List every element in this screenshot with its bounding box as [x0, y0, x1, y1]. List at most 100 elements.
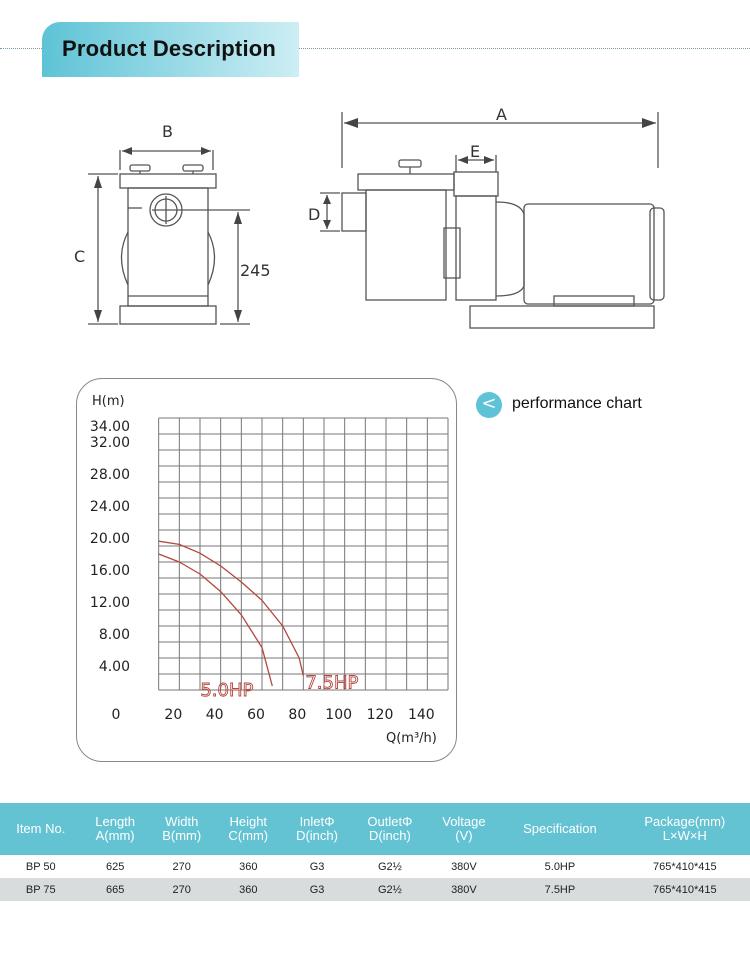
table-header-sublabel: D(inch): [296, 828, 338, 843]
table-cell: G2½: [352, 855, 428, 878]
side-adapter: [495, 201, 525, 297]
dim-label-a: A: [496, 105, 507, 124]
chevron-left-icon[interactable]: <: [476, 392, 502, 418]
dim-label-e: E: [470, 142, 480, 161]
chart-y-tick-label: 24.00: [90, 499, 130, 515]
front-base: [119, 305, 217, 325]
dim-label-d: D: [308, 205, 320, 224]
front-body: [127, 187, 209, 307]
table-cell: 7.5HP: [500, 878, 620, 901]
chart-x-tick-label: 100: [325, 707, 352, 723]
chart-x-tick-label: 120: [367, 707, 394, 723]
table-header-cell: Package(mm)L×W×H: [619, 803, 750, 855]
table-header-sublabel: A(mm): [95, 828, 135, 843]
table-cell: 625: [81, 855, 149, 878]
chart-x-tick-label: 140: [408, 707, 435, 723]
table-cell: 270: [148, 855, 215, 878]
table-cell: 5.0HP: [500, 855, 620, 878]
table-header-label: Height: [229, 814, 268, 829]
header-dotted-rule: [0, 48, 750, 49]
side-knob: [398, 159, 422, 168]
table-header-sublabel: (V): [455, 828, 473, 843]
table-cell: 360: [214, 878, 282, 901]
table-header-label: Voltage: [442, 814, 486, 829]
side-motor: [523, 203, 655, 305]
table-cell: 270: [148, 878, 215, 901]
chart-y-tick-label: 32.00: [90, 435, 130, 451]
side-outlet: [453, 171, 499, 197]
chart-x-tick-label: 80: [288, 707, 306, 723]
pump-dimension-drawing: B C 245 A E D: [74, 105, 665, 329]
table-header-label: Length: [95, 814, 136, 829]
chart-x-tick-label: 40: [206, 707, 224, 723]
chart-y-tick-label: 4.00: [99, 659, 130, 675]
table-cell: 665: [81, 878, 149, 901]
chart-y-tick-label: 16.00: [90, 563, 130, 579]
chart-y-tick-label: 34.00: [90, 419, 130, 435]
dim-label-245: 245: [240, 261, 271, 280]
performance-chart-label: performance chart: [512, 395, 642, 412]
front-lid: [119, 173, 217, 189]
chart-series-line: [158, 553, 273, 687]
chart-y-tick-label: 8.00: [99, 627, 130, 643]
table-cell: BP 75: [0, 878, 82, 901]
side-lid: [357, 173, 455, 191]
chart-x-tick-label: 0: [112, 707, 121, 723]
chart-x-tick-label: 20: [164, 707, 182, 723]
table-header-sublabel: D(inch): [368, 828, 411, 843]
table-cell: G2½: [352, 878, 428, 901]
chart-y-tick-label: 28.00: [90, 467, 130, 483]
table-header-label: Item No.: [16, 821, 66, 836]
chart-grid: [158, 417, 449, 691]
dim-label-b: B: [162, 122, 173, 141]
chart-series-label: 5.0HP: [200, 680, 253, 701]
chart-x-tick-label: 60: [247, 707, 265, 723]
side-volute: [455, 195, 497, 301]
table-cell: 380V: [427, 878, 501, 901]
dim-label-c: C: [74, 247, 85, 266]
front-knob-left: [129, 164, 151, 172]
header-tab: [42, 22, 299, 77]
table-header-sublabel: L×W×H: [662, 828, 707, 843]
chart-x-ticks: 0 20 40 60 80 100 120 140: [112, 707, 435, 723]
table-cell: BP 50: [0, 855, 82, 878]
page-title: Product Description: [62, 36, 277, 61]
chart-series-line: [158, 540, 304, 676]
table-header-cell: Item No.: [0, 803, 82, 855]
chart-series: 5.0HP 7.5HP: [158, 540, 359, 701]
table-cell: G3: [281, 855, 353, 878]
chart-y-tick-label: 12.00: [90, 595, 130, 611]
table-header-label: OutletΦ: [367, 814, 413, 829]
table-header-sublabel: B(mm): [162, 828, 202, 843]
side-base: [469, 305, 655, 329]
chart-y-tick-label: 20.00: [90, 531, 130, 547]
front-knob-right: [182, 164, 204, 172]
table-header-label: Specification: [523, 821, 597, 836]
chart-x-axis-label: Q(m³/h): [386, 731, 437, 746]
table-header-cell: Specification: [500, 803, 620, 855]
table-cell: 360: [214, 855, 282, 878]
table-cell: 765*410*415: [619, 878, 750, 901]
chart-series-label: 7.5HP: [305, 672, 358, 693]
table-header-cell: Voltage(V): [427, 803, 501, 855]
table-cell: 380V: [427, 855, 501, 878]
side-strainer-body: [365, 189, 447, 301]
table-cell: 765*410*415: [619, 855, 750, 878]
chart-y-axis-label: H(m): [92, 394, 125, 409]
performance-chart-frame: [76, 378, 457, 762]
table-header-label: InletΦ: [299, 814, 335, 829]
table-cell: G3: [281, 878, 353, 901]
table-header-label: Width: [165, 814, 199, 829]
side-inlet: [341, 192, 367, 232]
